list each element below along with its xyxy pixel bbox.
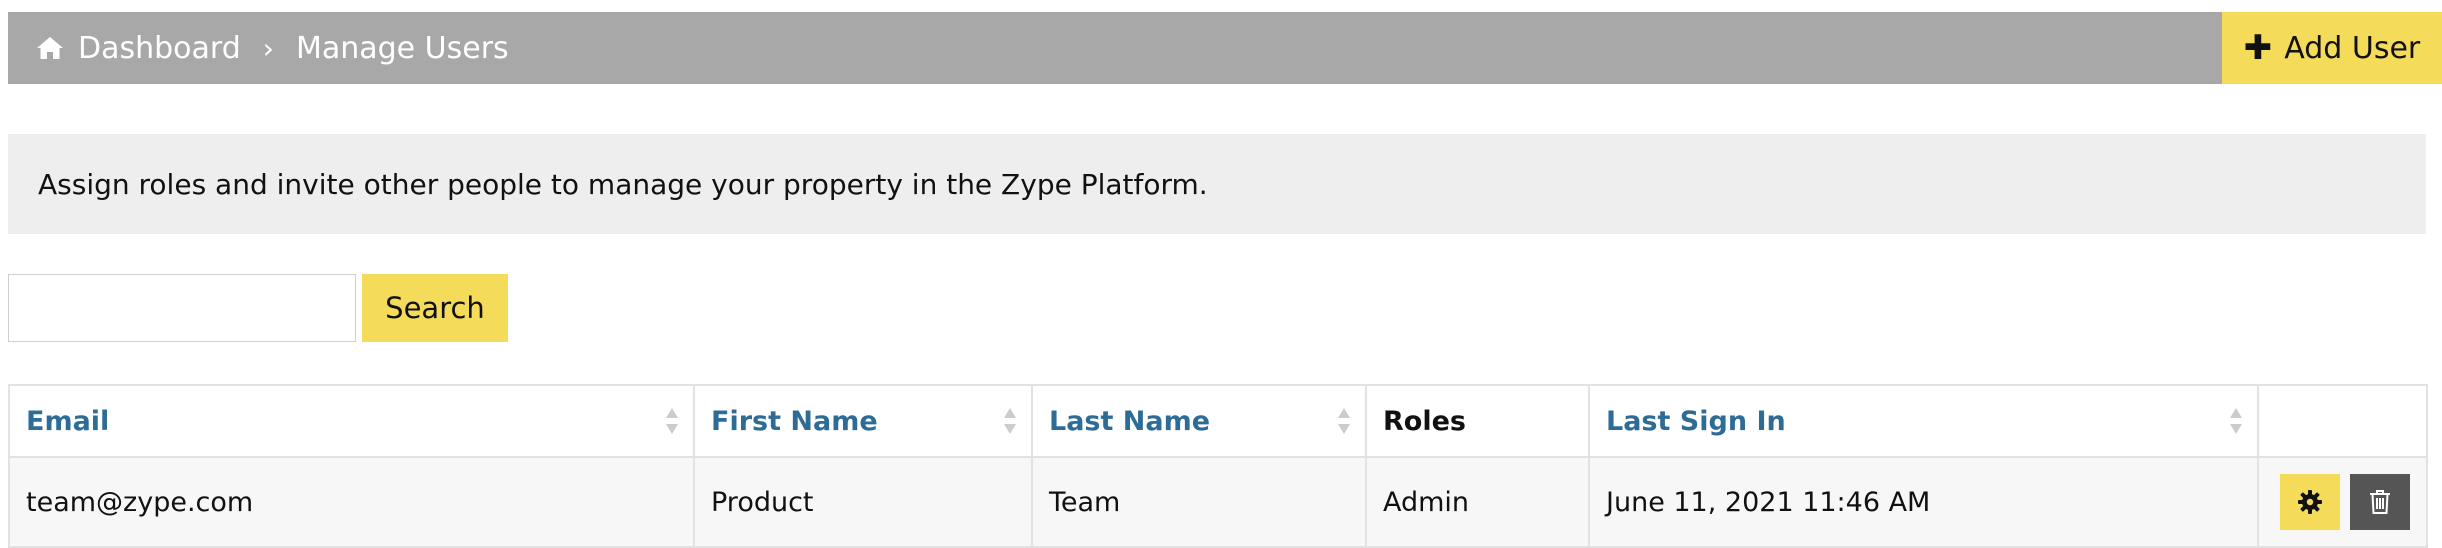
sort-icon[interactable] [1337,406,1351,436]
home-icon[interactable] [36,35,64,61]
column-header-label: Last Sign In [1606,405,1786,437]
breadcrumb-dashboard-link[interactable]: Dashboard [78,30,241,66]
gear-icon [2298,490,2322,514]
cell-actions [2257,456,2428,548]
column-header-label: Roles [1383,405,1466,437]
notice-text: Assign roles and invite other people to … [38,167,1208,201]
cell-roles: Admin [1365,456,1590,548]
column-header-last-name[interactable]: Last Name [1031,384,1367,458]
column-header-last-sign-in[interactable]: Last Sign In [1588,384,2259,458]
breadcrumb-separator: › [262,31,274,65]
column-header-first-name[interactable]: First Name [693,384,1033,458]
users-table: Email First Name Last Name [8,384,2428,548]
column-header-email[interactable]: Email [8,384,695,458]
cell-first-name: Product [693,456,1033,548]
column-header-label: Email [26,405,110,437]
search-input[interactable] [8,274,356,342]
column-header-label: Last Name [1049,405,1211,437]
sort-icon[interactable] [1003,406,1017,436]
row-actions [2275,474,2410,530]
sort-icon[interactable] [2229,406,2243,436]
trash-icon [2370,490,2390,514]
cell-last-name: Team [1031,456,1367,548]
add-user-button[interactable]: ✚ Add User [2222,12,2442,84]
info-notice: Assign roles and invite other people to … [8,134,2426,234]
column-header-label: First Name [711,405,878,437]
sort-icon[interactable] [665,406,679,436]
table-row: team@zype.com Product Team Admin June 11… [8,456,2428,548]
column-header-roles: Roles [1365,384,1590,458]
search-button[interactable]: Search [362,274,508,342]
plus-icon: ✚ [2243,28,2273,68]
breadcrumb: Dashboard › Manage Users [36,12,509,84]
delete-user-button[interactable] [2350,474,2410,530]
table-header-row: Email First Name Last Name [8,384,2428,458]
cell-email: team@zype.com [8,456,695,548]
cell-last-sign-in: June 11, 2021 11:46 AM [1588,456,2259,548]
add-user-label: Add User [2284,30,2421,66]
column-header-actions [2257,384,2428,458]
breadcrumb-current: Manage Users [295,30,509,66]
edit-user-button[interactable] [2280,474,2340,530]
top-bar: Dashboard › Manage Users ✚ Add User [8,12,2442,84]
